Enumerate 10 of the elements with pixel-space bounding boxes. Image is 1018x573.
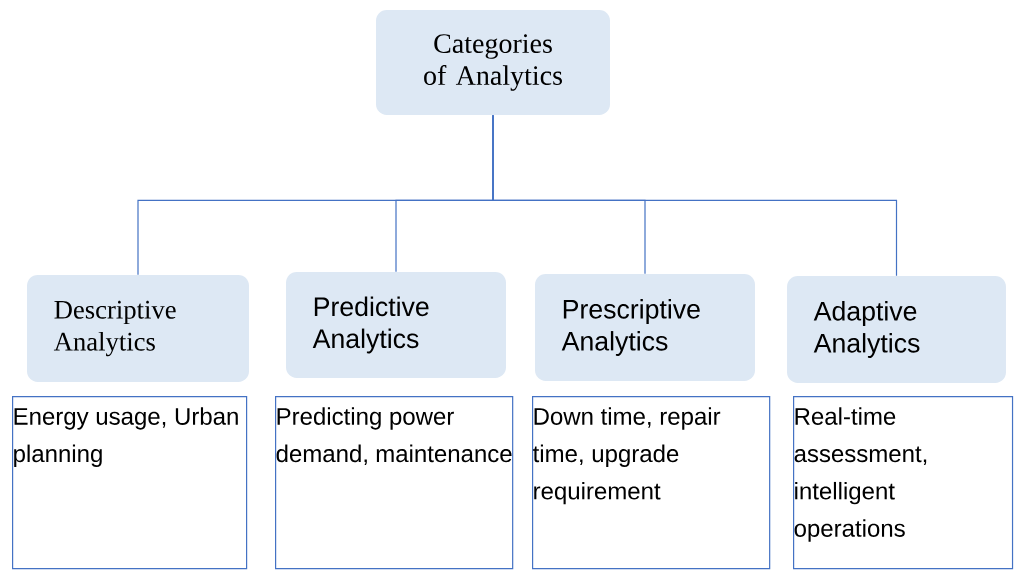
category-box: Categories of Analytics — [376, 9, 610, 116]
description-box: Real-time assessment, intelligent operations — [793, 396, 1014, 570]
description-box: Predicting power demand, maintenance — [275, 396, 514, 570]
category-box: Prescriptive Analytics — [535, 274, 755, 381]
category-box: Predictive Analytics — [286, 272, 506, 378]
category-box: Adaptive Analytics — [787, 276, 1006, 383]
description-box: Down time, repair time, upgrade requirement — [532, 396, 771, 570]
connector-line — [492, 114, 898, 277]
category-box: Descriptive Analytics — [27, 275, 249, 382]
description-box: Energy usage, Urban planning — [12, 396, 248, 570]
